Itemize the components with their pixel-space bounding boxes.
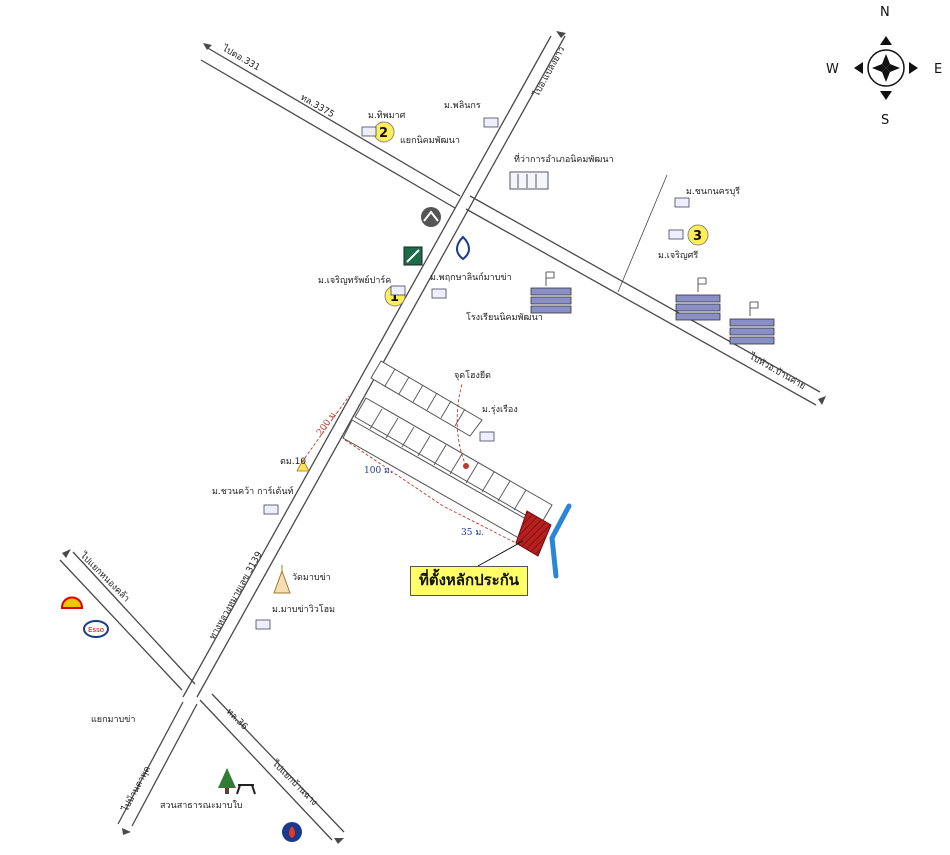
bank-icon <box>403 246 423 266</box>
district-office-building <box>509 171 549 190</box>
police-icon <box>296 459 310 472</box>
label-survey-point: จุดโฮงยีด <box>454 370 491 381</box>
flag-icon <box>545 271 555 286</box>
road-minor-3 <box>617 174 668 293</box>
temple-icon <box>273 565 291 594</box>
house-icon <box>263 504 279 515</box>
compass-e: E <box>934 62 942 77</box>
road-label-to-nong-khla: ไปแยกหนองคล้า <box>77 550 132 605</box>
road-36-edge-a <box>199 699 333 841</box>
bangkok-bank-icon <box>456 235 470 261</box>
road-east-edge-b <box>465 208 817 406</box>
survey-point-marker <box>463 463 469 469</box>
distance-100: 100 ม. <box>364 466 393 476</box>
label-m-chinnakhet: ม.ชนกนครบุรี <box>686 186 740 197</box>
compass-rose-icon <box>854 36 918 100</box>
house-icon <box>668 229 684 240</box>
roads <box>59 35 821 841</box>
road-labels: ไปตอ.331 ทล.3375 ไปอ.แปลงยาว ไปหัวอ.บ้าน… <box>77 43 807 815</box>
compass-n: N <box>880 5 890 20</box>
label-m-laem: ม.พลินกร <box>444 100 481 111</box>
plot-subdivision <box>342 360 553 546</box>
label-m-phatsiri: ม.พฤกษาลินก์มาบข่า <box>430 271 512 283</box>
compass-s: S <box>881 113 889 128</box>
house-icon <box>390 285 406 296</box>
label-junction-mapkha: แยกมาบข่า <box>91 715 135 725</box>
shell-logo-icon <box>60 596 84 609</box>
flag-icon <box>697 277 707 292</box>
label-m-khetsiri: ม.เจริญศรี <box>658 250 698 261</box>
road-label-to-ban-phe: ไปบ้านตาพุด <box>119 764 153 814</box>
road-sw-edge-a <box>117 701 184 825</box>
svg-text:1: 1 <box>390 290 399 305</box>
plot-lot-lines <box>369 368 527 511</box>
house-icon <box>255 619 271 630</box>
house-icon <box>674 197 690 208</box>
canal <box>549 503 572 579</box>
distance-200: 200 ม. <box>315 408 340 437</box>
picnic-table-icon <box>236 784 256 795</box>
callout-pointer <box>477 540 524 567</box>
house-icon <box>361 126 377 137</box>
house-icon <box>479 431 495 442</box>
svg-text:2: 2 <box>379 126 388 141</box>
label-intersection-phatthana: แยกนิคมพัฒนา <box>400 135 460 146</box>
distance-35: 35 ม. <box>461 528 484 538</box>
road-end-markers <box>62 31 826 844</box>
collateral-location-callout: ที่ตั้งหลักประกัน <box>410 566 528 596</box>
ptt-logo-icon <box>421 207 441 227</box>
label-m-charoen: ม.เจริญทรัพย์ปาร์ค <box>318 274 391 286</box>
house-icon <box>483 117 499 128</box>
label-m-wannakhon: ม.ชวนคว้า การ์เด้นท์ <box>212 485 294 497</box>
road-label-3375: ทล.3375 <box>299 93 336 120</box>
house-icon <box>431 288 447 299</box>
label-district-office: ที่ว่าการอำเภอนิคมพัฒนา <box>514 152 614 165</box>
place-labels: ม.ทิพมาศ แยกนิคมพัฒนา ม.พลินกร ที่ว่าการ… <box>91 100 740 811</box>
label-temple: วัดมาบข่า <box>292 573 331 583</box>
label-m-thipsamut: ม.ทิพมาศ <box>368 110 406 121</box>
marker-3: 3 <box>687 224 709 246</box>
dimension-lines <box>301 383 517 544</box>
compass-w: W <box>826 62 839 77</box>
road-sw-edge-b <box>131 703 198 827</box>
marker-2: 2 <box>373 121 395 143</box>
gas-station-icon <box>282 822 302 842</box>
svg-text:3: 3 <box>693 229 702 244</box>
flag-icons <box>545 271 759 316</box>
label-m-mapkha: ม.มาบข่าวิวโฮม <box>272 604 335 615</box>
svg-text:Esso: Esso <box>88 626 104 634</box>
collateral-plot <box>515 510 552 557</box>
road-3139-edge-a <box>182 35 552 698</box>
road-label-to-plaeng-yao: ไปอ.แปลงยาว <box>531 45 568 100</box>
label-park: สวนสาธารณะมาบใบ <box>160 800 243 811</box>
house-icons <box>255 117 690 630</box>
esso-logo-icon: Esso <box>83 620 109 638</box>
road-36-edge-b <box>211 693 345 833</box>
road-west-edge-b <box>72 551 196 685</box>
road-east-edge-a <box>469 195 821 393</box>
tree-icon <box>218 768 236 794</box>
flag-icon <box>749 301 759 316</box>
label-school: โรงเรียนนิคมพัฒนา <box>466 312 543 323</box>
label-police: ตม.10 <box>280 457 306 467</box>
school-buildings <box>530 287 775 345</box>
road-3375-edge-b <box>200 59 456 209</box>
road-west-edge-a <box>59 559 183 691</box>
road-label-to-331: ไปตอ.331 <box>220 43 262 74</box>
road-3375-edge-a <box>205 46 461 197</box>
label-m-rungrueang: ม.รุ่งเรือง <box>482 404 518 415</box>
